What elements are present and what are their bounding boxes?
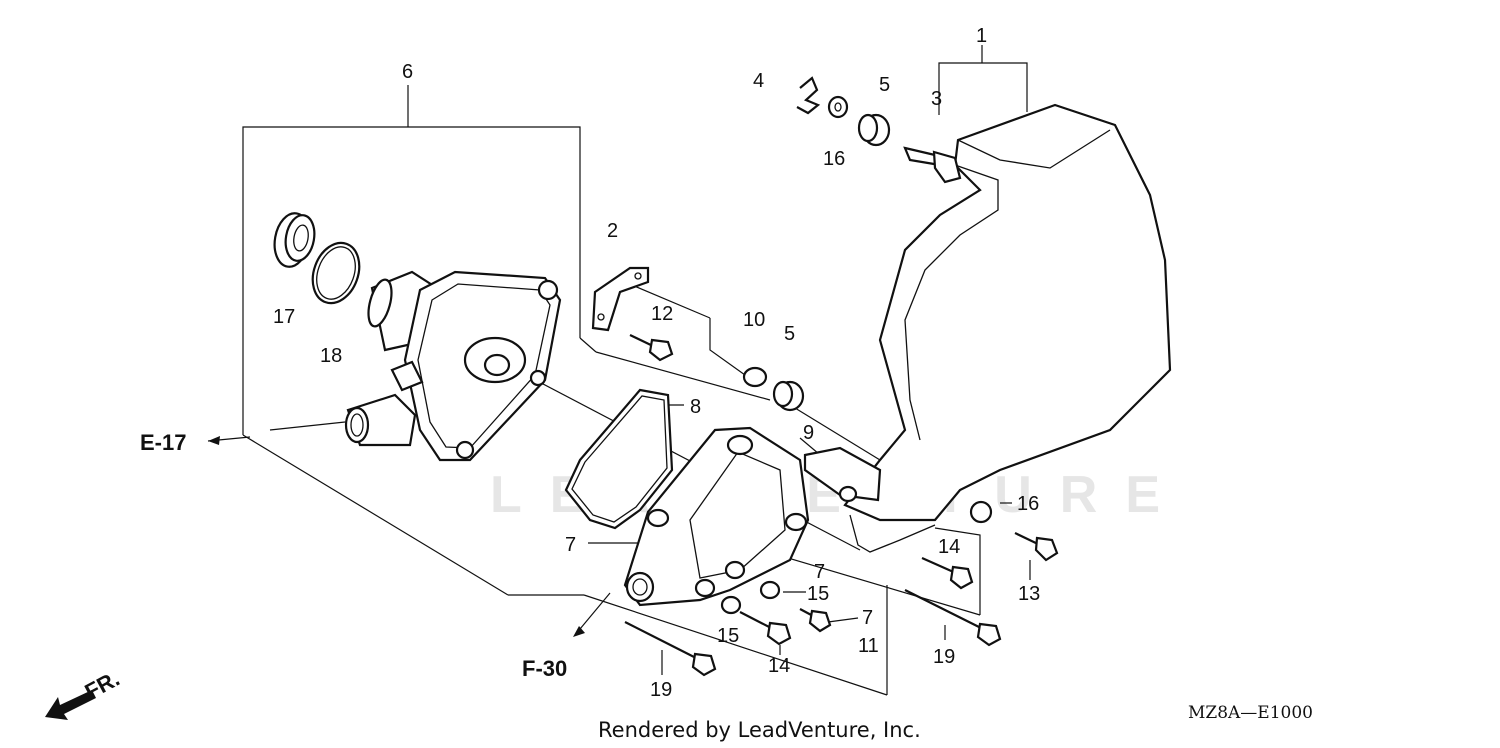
- callout-5-lower: 5: [784, 323, 795, 345]
- callout-6: 6: [402, 61, 413, 83]
- callout-14-upper: 14: [938, 536, 960, 558]
- callout-11: 11: [858, 635, 879, 657]
- callout-15-lower: 15: [717, 625, 739, 647]
- callout-5-upper: 5: [879, 74, 890, 96]
- water-pump-assembly: [344, 270, 562, 462]
- bolts: [624, 146, 1059, 677]
- callout-2: 2: [607, 220, 618, 242]
- cover-assembly-part: [843, 103, 1172, 553]
- reference-arrows: [208, 436, 585, 637]
- callout-7-lower: 7: [862, 607, 873, 629]
- callout-14-lower: 14: [768, 655, 790, 677]
- callout-19-left: 19: [650, 679, 672, 701]
- small-parts: [720, 76, 993, 615]
- callout-12: 12: [651, 303, 673, 325]
- bracket-piece-part: [803, 446, 882, 503]
- reference-e17: E-17: [140, 430, 186, 455]
- callout-19-right: 19: [933, 646, 955, 668]
- gasket-part: [564, 388, 674, 530]
- stay-part: [591, 266, 650, 332]
- callout-15-upper: 15: [807, 583, 829, 605]
- callout-3: 3: [931, 88, 942, 110]
- callout-16-upper: 16: [823, 148, 845, 170]
- o-ring-part: [311, 241, 361, 305]
- front-direction-arrow-icon: [45, 690, 96, 720]
- callout-16-lower: 16: [1017, 493, 1039, 515]
- callout-1: 1: [976, 25, 987, 47]
- credit-text: Rendered by LeadVenture, Inc.: [598, 718, 921, 742]
- callout-18: 18: [320, 345, 342, 367]
- callout-7-upper: 7: [814, 561, 825, 583]
- reference-f30: F-30: [522, 656, 567, 681]
- diagram-code: MZ8A—E1000: [1188, 703, 1313, 723]
- callout-13: 13: [1018, 583, 1040, 605]
- callout-numbers: 1 2 3 4 5 5 6 7 7 7 8 9 10 11 12 13 14 1…: [273, 25, 1040, 701]
- pump-cover-part: [623, 426, 810, 607]
- callout-4: 4: [753, 70, 764, 92]
- callout-10: 10: [743, 309, 765, 331]
- callout-17: 17: [273, 306, 295, 328]
- callout-8: 8: [690, 396, 701, 418]
- oil-seal-part: [273, 212, 316, 268]
- callout-9: 9: [803, 422, 814, 444]
- callout-7-cover: 7: [565, 534, 576, 556]
